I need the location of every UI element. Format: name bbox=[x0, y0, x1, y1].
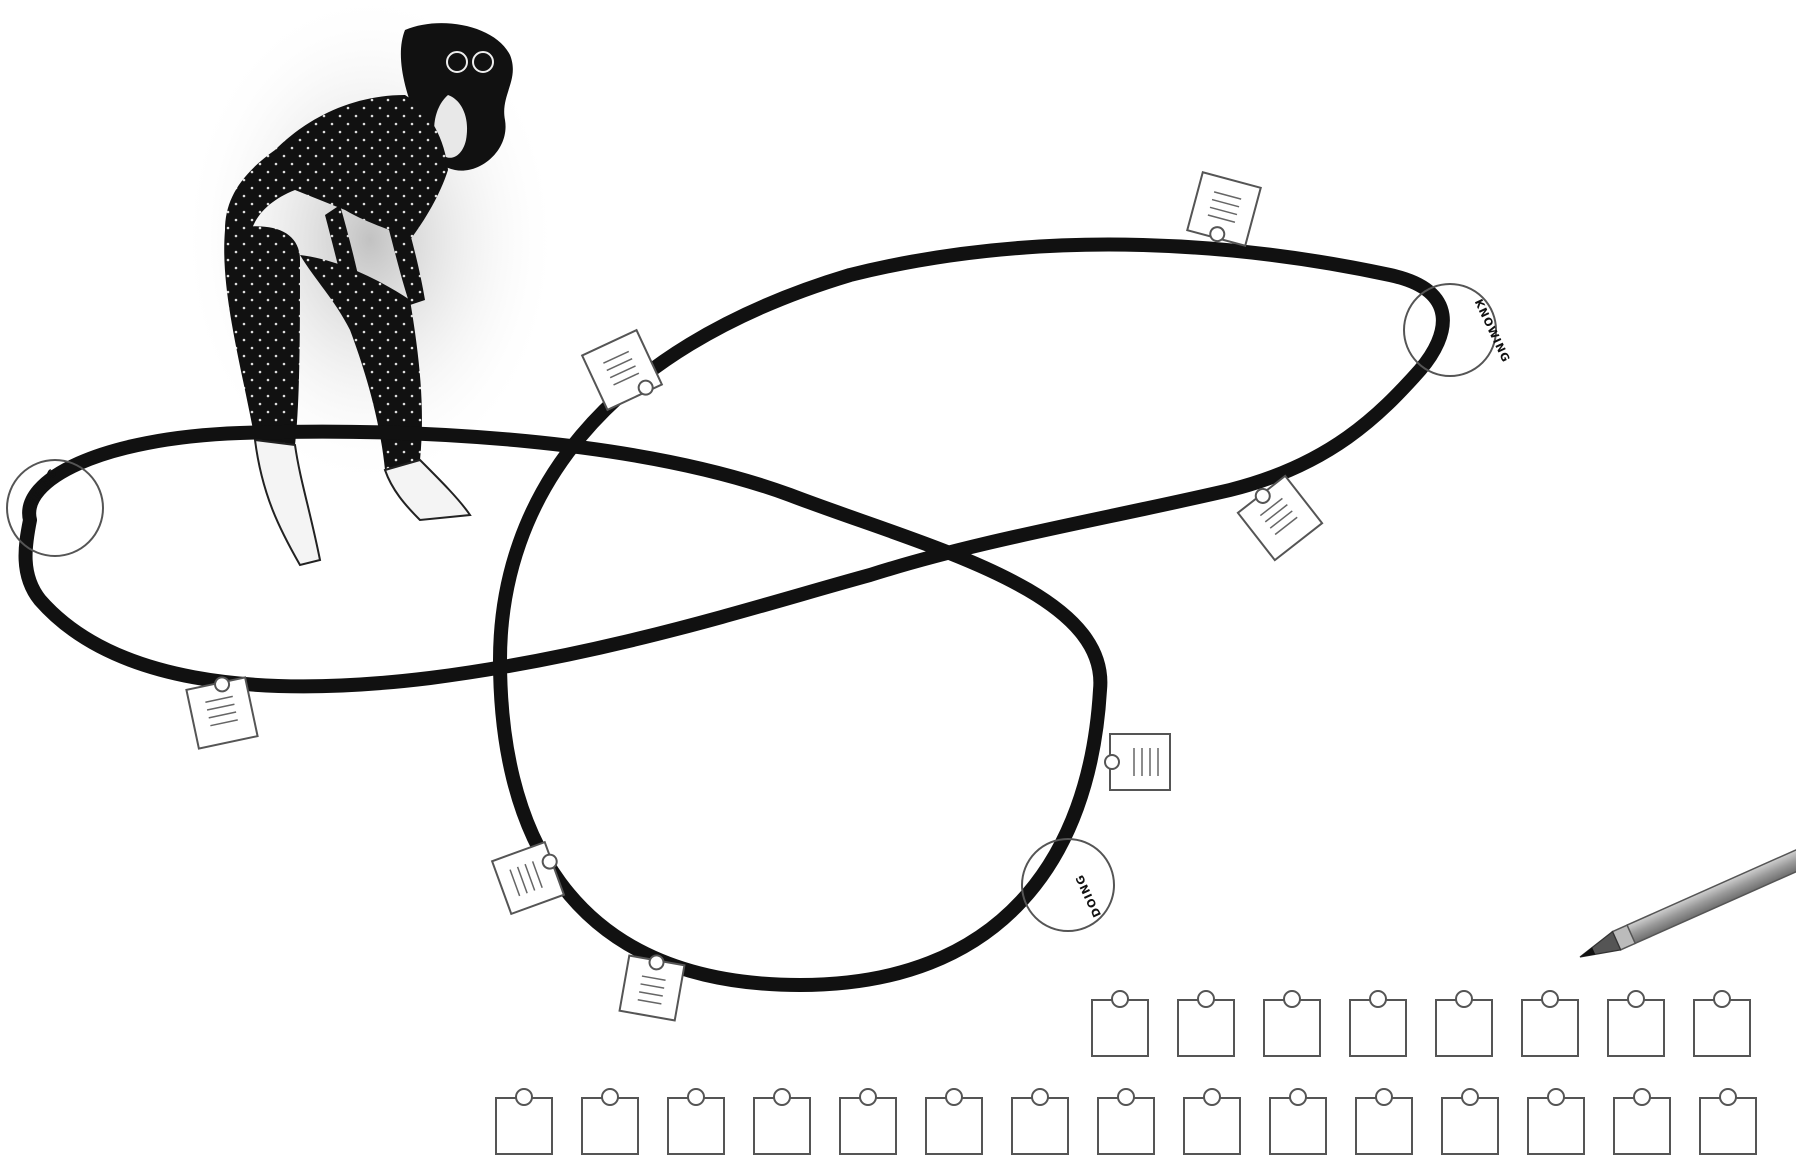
empty-pinned-note-icon bbox=[1012, 1089, 1068, 1154]
node-being-label: BEING bbox=[25, 466, 60, 509]
empty-pinned-note-icon bbox=[1614, 1089, 1670, 1154]
empty-pinned-note-icon bbox=[1270, 1089, 1326, 1154]
empty-pinned-note-icon bbox=[754, 1089, 810, 1154]
empty-notes-row-2 bbox=[496, 1089, 1756, 1154]
empty-pinned-note-icon bbox=[1178, 991, 1234, 1056]
empty-pinned-note-icon bbox=[1098, 1089, 1154, 1154]
node-knowing-label: KNOWING bbox=[1472, 297, 1513, 365]
empty-pinned-note-icon bbox=[496, 1089, 552, 1154]
empty-pinned-note-icon bbox=[926, 1089, 982, 1154]
pinned-note-icon bbox=[1186, 172, 1260, 248]
empty-pinned-note-icon bbox=[1528, 1089, 1584, 1154]
empty-pinned-note-icon bbox=[840, 1089, 896, 1154]
pinned-note-icon bbox=[582, 330, 663, 412]
empty-pinned-note-icon bbox=[1700, 1089, 1756, 1154]
pinned-note-icon bbox=[1105, 734, 1170, 790]
empty-pinned-note-icon bbox=[1350, 991, 1406, 1056]
node-being: BEING bbox=[7, 460, 103, 556]
empty-pinned-note-icon bbox=[668, 1089, 724, 1154]
empty-pinned-note-icon bbox=[1184, 1089, 1240, 1154]
empty-pinned-note-icon bbox=[1608, 991, 1664, 1056]
person-drawing-icon bbox=[180, 0, 560, 565]
empty-pinned-note-icon bbox=[1522, 991, 1578, 1056]
empty-pinned-note-icon bbox=[1092, 991, 1148, 1056]
pinned-note-icon bbox=[492, 840, 568, 913]
empty-pinned-note-icon bbox=[1442, 1089, 1498, 1154]
empty-pinned-note-icon bbox=[1694, 991, 1750, 1056]
empty-pinned-note-icon bbox=[1436, 991, 1492, 1056]
node-doing-label: DOING bbox=[1073, 872, 1104, 919]
pencil-icon bbox=[1576, 843, 1796, 966]
empty-notes-row-1 bbox=[1092, 991, 1750, 1056]
empty-pinned-note-icon bbox=[1356, 1089, 1412, 1154]
empty-pinned-note-icon bbox=[582, 1089, 638, 1154]
empty-pinned-note-icon bbox=[1264, 991, 1320, 1056]
